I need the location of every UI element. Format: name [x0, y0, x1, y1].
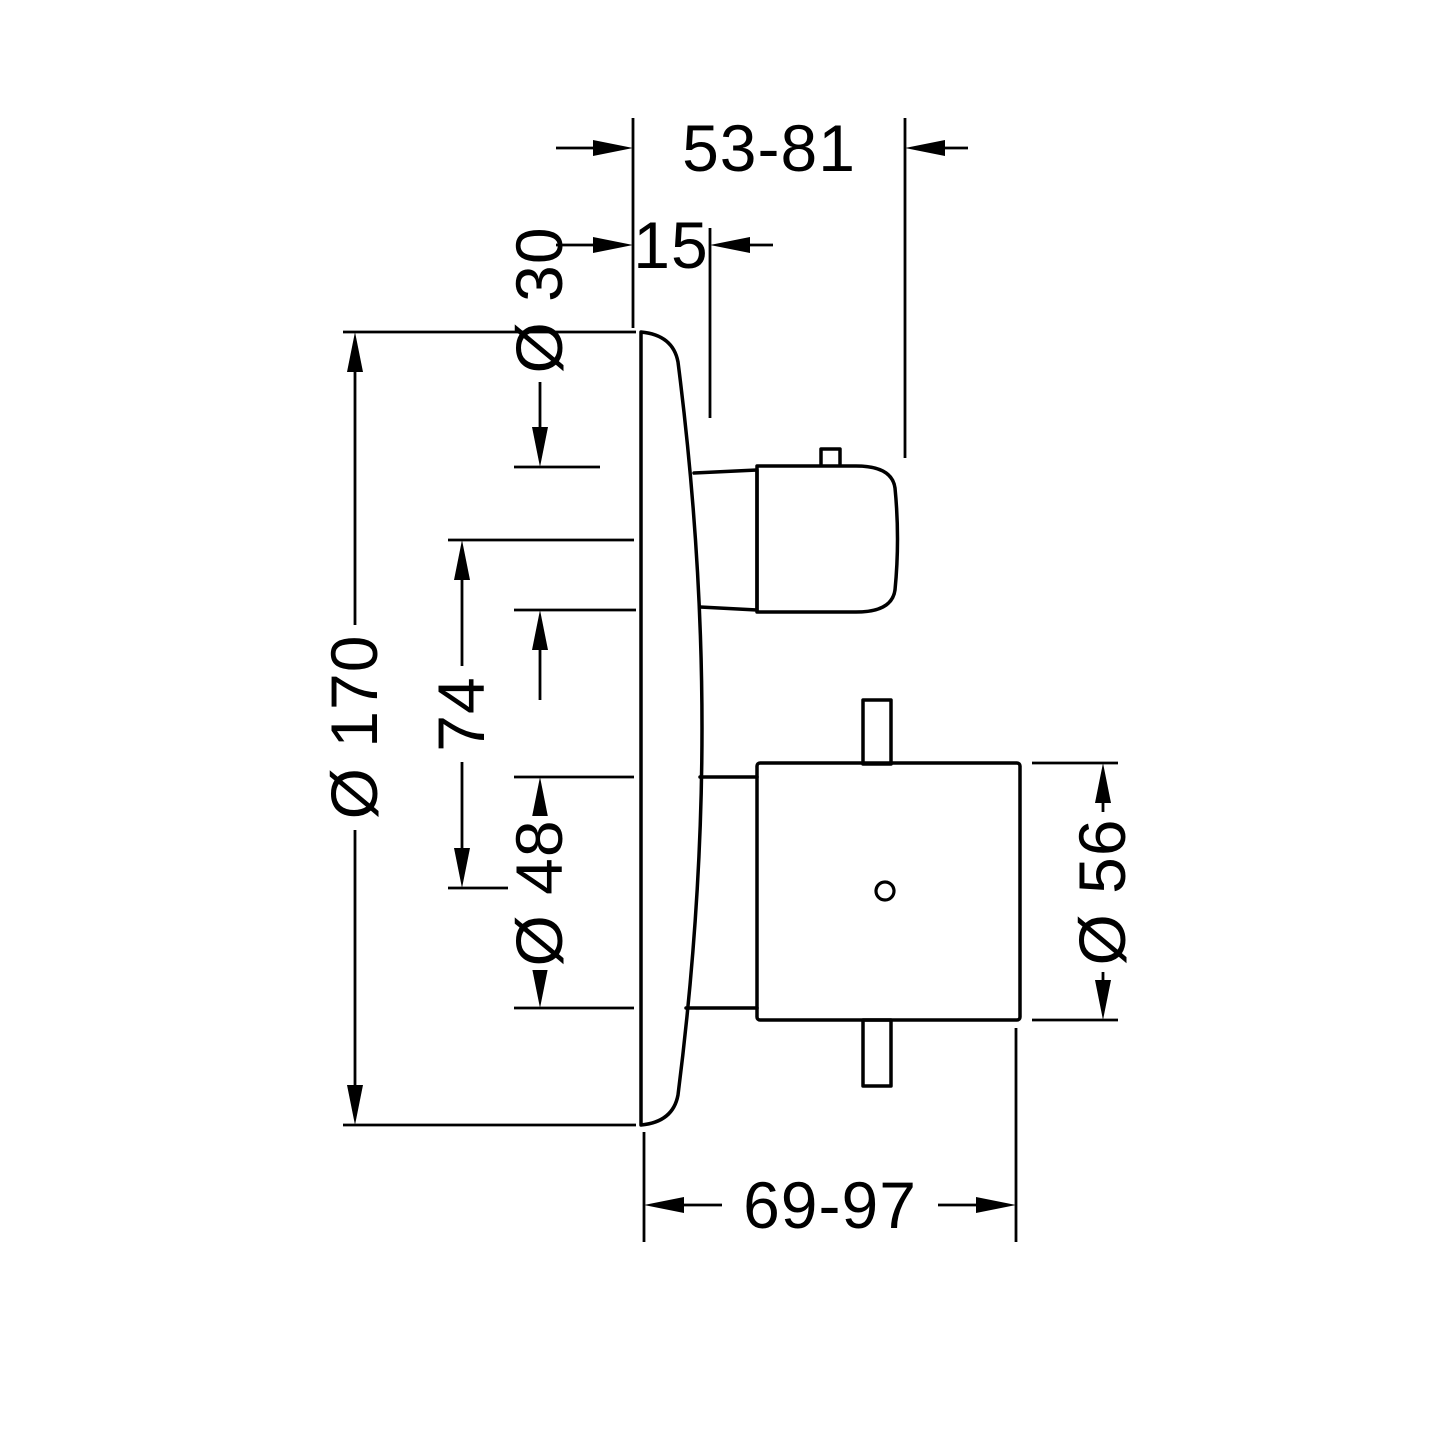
label-mask: [1071, 812, 1137, 972]
dimension-top-depth: 53-81: [556, 111, 968, 458]
arrow-down-icon: [532, 427, 548, 467]
arrow-left-icon: [710, 237, 750, 253]
dimension-label-plate-thickness: 15: [633, 208, 708, 282]
lower-valve-center-dot: [874, 880, 896, 902]
arrow-down-icon: [532, 968, 548, 1008]
dimension-upper-handle-diameter: Ø 30: [502, 226, 636, 700]
upper-handle-index-notch: [819, 447, 842, 466]
arrow-left-icon: [905, 140, 945, 156]
label-mask: [722, 1174, 938, 1236]
dimension-label-escutcheon-diameter: Ø 170: [317, 635, 391, 820]
lower-valve-stem-bottom: [861, 1018, 893, 1088]
arrow-up-icon: [454, 540, 470, 580]
arrow-right-icon: [976, 1197, 1016, 1213]
dimension-escutcheon-diameter: Ø 170: [317, 330, 636, 1127]
label-mask: [508, 816, 576, 970]
escutcheon-plate-outline: [639, 330, 704, 1127]
dimension-label-bottom-depth: 69-97: [743, 1168, 917, 1242]
arrow-left-icon: [644, 1197, 684, 1213]
dimension-label-lower-sleeve-diameter: Ø 48: [502, 819, 576, 966]
upper-handle-body: [755, 464, 900, 614]
arrow-down-icon: [454, 848, 470, 888]
lower-valve-stem-top: [861, 698, 893, 766]
arrow-right-icon: [593, 237, 633, 253]
dimension-handle-axis-distance: 74: [424, 538, 634, 890]
arrow-up-icon: [347, 332, 363, 372]
dimension-label-handle-axis-distance: 74: [424, 676, 498, 751]
lower-valve-body: [755, 761, 1022, 1022]
label-mask: [322, 625, 388, 830]
dimension-valve-handle-diameter: Ø 56: [1032, 761, 1139, 1022]
arrow-up-icon: [1095, 763, 1111, 803]
arrow-down-icon: [1095, 980, 1111, 1020]
dimension-plate-thickness: 15: [556, 208, 773, 418]
upper-handle-sleeve: [692, 468, 759, 612]
arrow-up-icon: [532, 610, 548, 650]
dimension-label-top-depth: 53-81: [682, 111, 856, 185]
dimension-lower-sleeve-diameter: Ø 48: [502, 775, 634, 1010]
arrow-right-icon: [593, 140, 633, 156]
dimension-label-valve-handle-diameter: Ø 56: [1065, 818, 1139, 965]
dimension-bottom-depth: 69-97: [642, 1028, 1018, 1242]
label-mask: [432, 666, 492, 762]
arrow-down-icon: [347, 1085, 363, 1125]
arrow-up-icon: [532, 777, 548, 817]
product-outline: [639, 330, 1022, 1127]
dimension-label-upper-handle-diameter: Ø 30: [502, 226, 576, 373]
